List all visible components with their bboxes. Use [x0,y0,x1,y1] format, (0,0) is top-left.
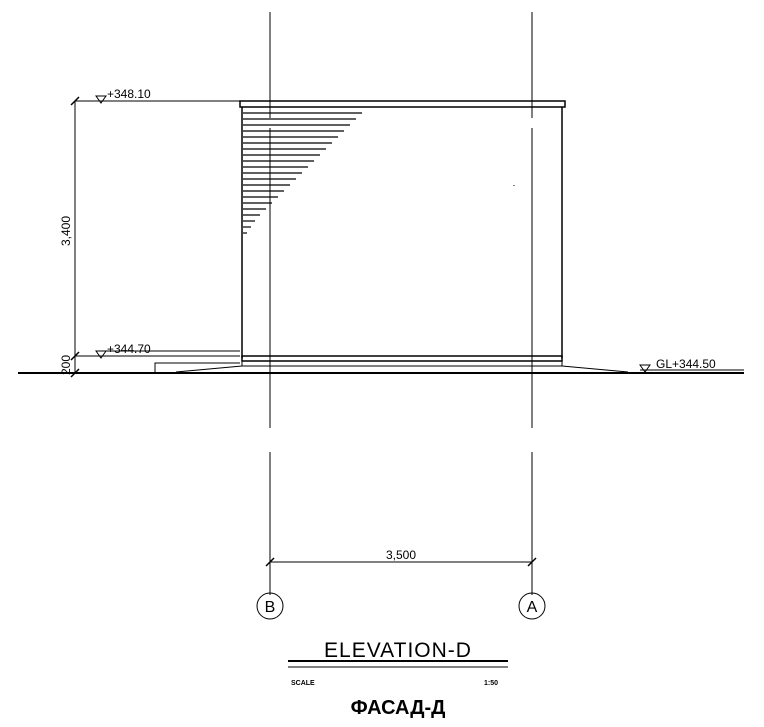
level-floor-label: +344.70 [107,342,151,356]
grid-label-a: A [527,599,538,616]
height-dimension-label: 3,400 [59,216,73,246]
scale-label: SCALE [291,680,315,687]
horizontal-dimension [265,557,537,567]
building-outline [154,100,629,373]
axis-line-a [513,12,533,595]
grid-label-b: B [265,599,276,616]
level-marker-ground-symbol [639,364,744,373]
level-marker-top-symbol [95,95,107,104]
vertical-dimension [70,96,240,378]
level-ground-label: GL+344.50 [656,357,716,371]
level-top-label: +348.10 [107,87,151,101]
width-dimension-label: 3,500 [386,548,416,562]
grid-bubble-a [518,592,546,620]
drawing-title: ELEVATION-D [324,639,472,662]
shading-hatch [243,112,362,234]
plinth-dimension-label: 200 [59,355,73,375]
grid-bubble-b [256,592,284,620]
drawing-title-cyrillic: ФАСАД-Д [351,697,446,719]
title-underline [288,660,508,668]
scale-value: 1:50 [484,680,498,687]
level-marker-floor-symbol [95,350,240,359]
